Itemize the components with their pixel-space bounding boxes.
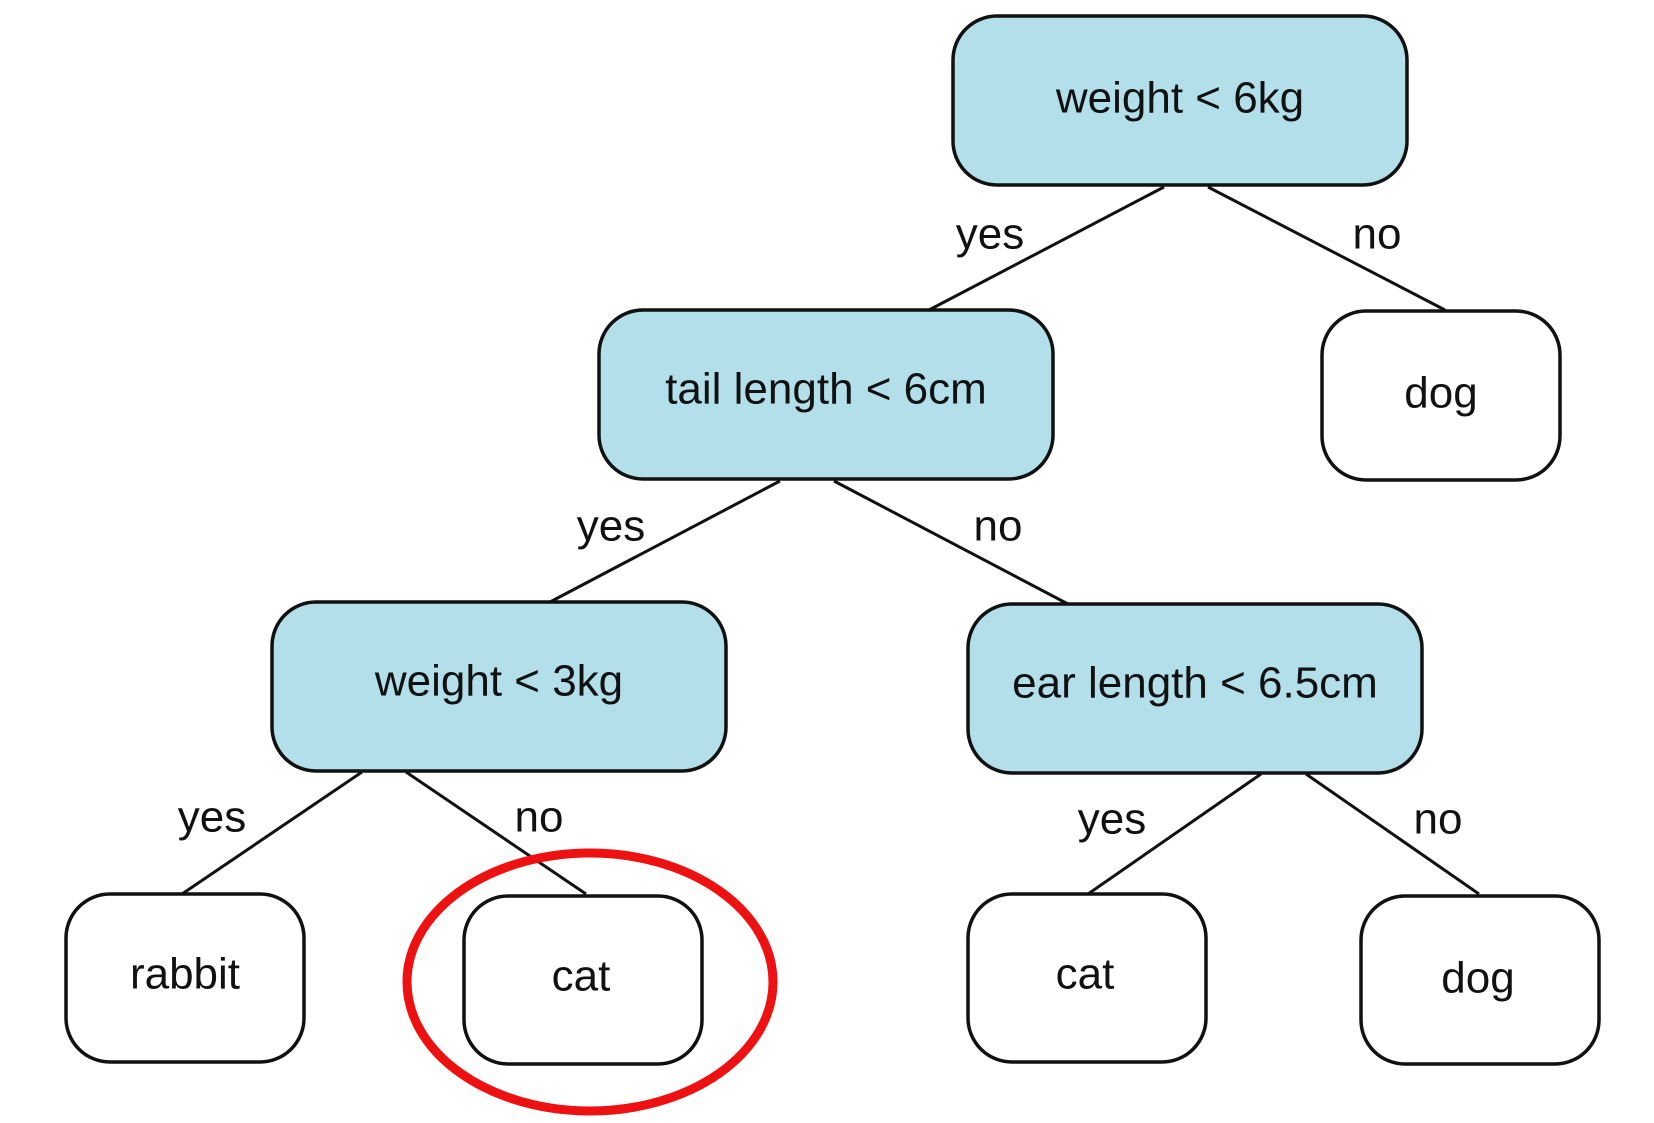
leaf-dog-top-box [1320, 309, 1562, 482]
leaf-dog-bottom-label: dog [1441, 954, 1514, 1003]
node-ear-length-label: ear length < 6.5cm [1012, 659, 1378, 708]
edge-weight3-to-rabbit [181, 770, 363, 896]
edge-label-root-to-dog-top: no [1353, 210, 1402, 259]
edge-label-weight3-to-cat: no [515, 793, 564, 842]
leaf-rabbit-label: rabbit [130, 950, 240, 999]
edge-label-root-to-tail: yes [956, 210, 1024, 259]
leaf-cat-highlighted-label: cat [552, 952, 611, 1001]
node-ear-length-box [966, 602, 1424, 775]
node-weight3-label: weight < 3kg [374, 657, 623, 706]
node-tail-length: tail length < 6cm [597, 308, 1055, 481]
edge-label-ear-to-dog: no [1414, 795, 1463, 844]
edge-root-to-dog-top [1207, 185, 1446, 312]
leaf-dog-bottom-box [1359, 894, 1601, 1066]
leaf-dog-top: dog [1320, 309, 1562, 482]
edge-label-tail-to-ear: no [974, 502, 1023, 551]
leaf-cat-highlighted: cat [462, 894, 704, 1066]
leaf-dog-bottom: dog [1359, 894, 1601, 1066]
edge-label-tail-to-weight3: yes [577, 502, 645, 551]
leaf-rabbit-box [64, 892, 306, 1064]
edge-labels: yes no yes no yes no yes no [178, 210, 1463, 844]
node-weight3-box [270, 600, 728, 773]
leaf-cat-right-box [966, 892, 1208, 1064]
leaf-cat-right: cat [966, 892, 1208, 1064]
leaf-dog-top-label: dog [1404, 369, 1477, 418]
highlight-circle [402, 848, 778, 1116]
node-root-box [951, 14, 1409, 187]
node-root-label: weight < 6kg [1055, 74, 1304, 123]
edge-root-to-tail [928, 185, 1165, 312]
edge-tail-to-ear [833, 479, 1069, 606]
edge-ear-to-dog [1305, 772, 1480, 896]
edge-label-ear-to-cat: yes [1078, 795, 1146, 844]
edges [181, 185, 1480, 896]
edge-tail-to-weight3 [549, 479, 781, 604]
node-root: weight < 6kg [951, 14, 1409, 187]
leaf-rabbit: rabbit [64, 892, 306, 1064]
node-weight3: weight < 3kg [270, 600, 728, 773]
leaf-cat-right-label: cat [1056, 950, 1115, 999]
node-ear-length: ear length < 6.5cm [966, 602, 1424, 775]
leaf-cat-highlighted-box [462, 894, 704, 1066]
node-tail-length-box [597, 308, 1055, 481]
edge-label-weight3-to-rabbit: yes [178, 793, 246, 842]
edge-weight3-to-cat [405, 770, 587, 896]
node-tail-length-label: tail length < 6cm [665, 365, 987, 414]
edge-ear-to-cat [1087, 772, 1262, 896]
